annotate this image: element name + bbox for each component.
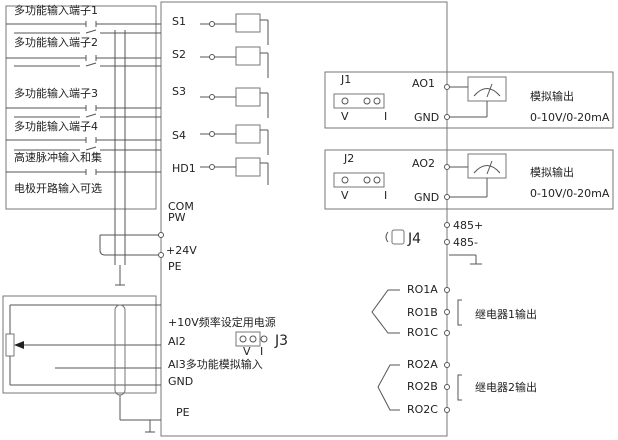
terminal-10v: +10V频率设定用电源: [168, 315, 276, 329]
j2-jumper: [333, 172, 385, 188]
terminal-gnd-ai: GND: [168, 375, 193, 388]
terminal-s1: S1: [172, 15, 186, 28]
j1-label: J1: [340, 73, 351, 86]
input-label-4: 多功能输入端子4: [14, 119, 98, 133]
optocouplers: [200, 13, 269, 185]
j3-v: V: [243, 345, 251, 358]
potentiometer: [5, 304, 161, 386]
input-wires: [6, 21, 161, 175]
j1-jumper: [333, 93, 385, 109]
input-label-3: 多功能输入端子3: [14, 86, 98, 100]
terminal-485p: 485+: [453, 219, 483, 232]
terminal-ai2: AI2: [168, 335, 186, 348]
terminal-485m: 485-: [453, 236, 478, 249]
terminal-pe: PE: [168, 260, 182, 273]
relay2-contacts: [377, 362, 462, 413]
drive-body: [160, 1, 448, 437]
terminal-ro2b: RO2B: [407, 380, 438, 393]
rs485-jumper: [385, 229, 405, 245]
input-label-2: 多功能输入端子2: [14, 35, 98, 49]
terminal-pw: PW: [168, 211, 186, 224]
input-label-1: 多功能输入端子1: [14, 3, 98, 17]
j3-label: J3: [274, 333, 288, 349]
input-label-5: 高速脉冲输入和集: [14, 150, 102, 164]
ao1-dot: [444, 84, 450, 90]
ao1-box: [324, 71, 614, 129]
meter-1: [447, 76, 507, 118]
terminal-s4: S4: [172, 129, 186, 142]
j1-v: V: [341, 110, 349, 123]
terminal-ao2: AO2: [412, 157, 435, 170]
relay1-contacts: [371, 287, 462, 336]
j2-v: V: [341, 189, 349, 202]
j2-i: I: [384, 189, 387, 202]
analog-shield: [114, 304, 161, 433]
input-label-6: 电极开路输入可选: [14, 181, 102, 195]
ao2-title: 模拟输出: [530, 165, 574, 179]
rs485-wires: [444, 222, 482, 265]
terminal-ro1b: RO1B: [407, 306, 438, 319]
terminal-gnd-ao2: GND: [414, 191, 439, 204]
terminal-dots: [158, 21, 215, 258]
meter-2: [447, 153, 507, 198]
input-bus: [99, 30, 161, 286]
terminal-24v: +24V: [166, 244, 197, 257]
terminal-com: COM: [168, 200, 194, 213]
terminal-gnd-ao1: GND: [414, 111, 439, 124]
terminal-ao1: AO1: [412, 77, 435, 90]
ao2-range: 0-10V/0-20mA: [530, 187, 610, 200]
j3-jumper: [235, 331, 268, 347]
ao1-title: 模拟输出: [530, 89, 574, 103]
terminal-ro1c: RO1C: [407, 326, 438, 339]
relay2-label: 继电器2输出: [475, 380, 537, 394]
j4-label: J4: [407, 231, 421, 247]
gnd-ao1-dot: [444, 114, 450, 120]
terminal-ro2a: RO2A: [407, 358, 438, 371]
terminal-pe-ai: PE: [176, 406, 190, 419]
ao1-range: 0-10V/0-20mA: [530, 111, 610, 124]
ao2-dot: [444, 164, 450, 170]
j2-label: J2: [343, 152, 354, 165]
terminal-ro2c: RO2C: [407, 403, 438, 416]
gnd-ao2-dot: [444, 194, 450, 200]
relay1-label: 继电器1输出: [475, 307, 537, 321]
terminal-ai3: AI3多功能模拟输入: [168, 357, 263, 371]
j3-i: I: [260, 345, 263, 358]
terminal-hd1: HD1: [172, 162, 196, 175]
ao2-box: [324, 149, 614, 210]
terminal-s2: S2: [172, 48, 186, 61]
j1-i: I: [384, 110, 387, 123]
terminal-ro1a: RO1A: [407, 283, 438, 296]
terminal-s3: S3: [172, 85, 186, 98]
